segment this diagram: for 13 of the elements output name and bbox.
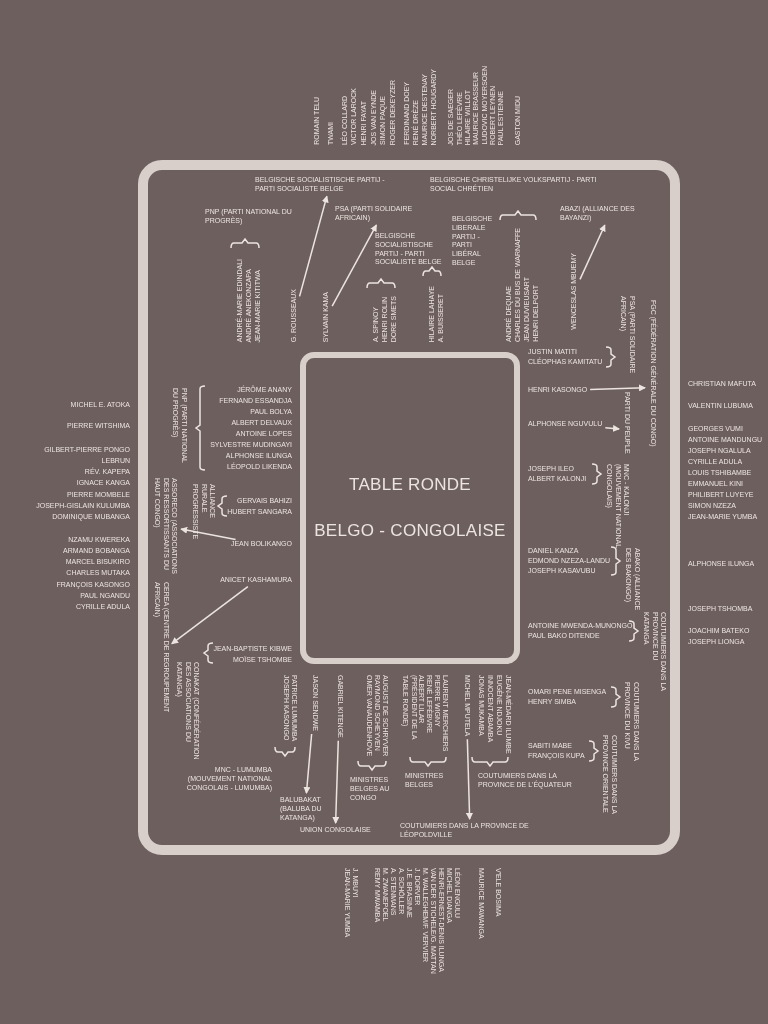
table-title: TABLE RONDE: [349, 475, 471, 495]
arrow: [171, 585, 249, 645]
table-box: [300, 352, 520, 664]
arrow: [298, 195, 329, 298]
arrow: [303, 733, 313, 794]
arrow: [331, 224, 378, 307]
arrow: [589, 384, 646, 392]
arrow: [579, 224, 606, 281]
arrow: [604, 424, 620, 432]
table-title: BELGO - CONGOLAISE: [314, 521, 506, 541]
arrow: [332, 740, 340, 824]
arrow: [180, 526, 237, 541]
arrow: [466, 738, 473, 820]
